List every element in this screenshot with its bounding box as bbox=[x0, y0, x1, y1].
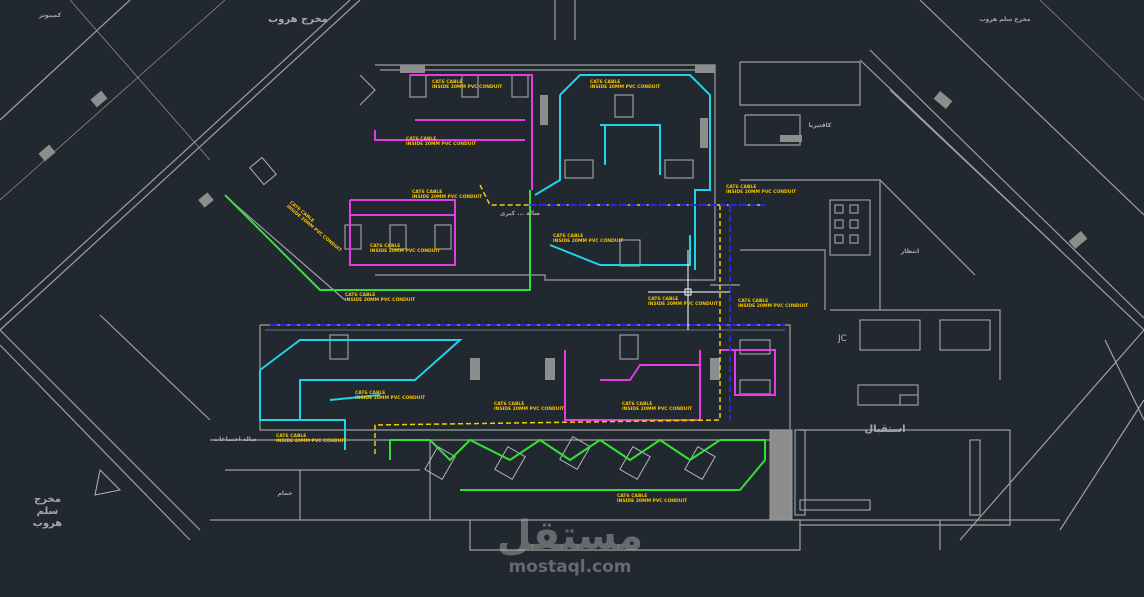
room-label-exit: مخرج هروب bbox=[268, 14, 328, 25]
room-label-meeting: صالة اجتماعات bbox=[213, 436, 257, 443]
room-label-exit-stair: مخرج سلم هروب bbox=[32, 494, 63, 529]
furniture bbox=[249, 74, 771, 480]
room-label-jc: JC bbox=[838, 334, 847, 344]
watermark-site: mostaql.com bbox=[508, 557, 632, 577]
cable-runs bbox=[224, 74, 785, 491]
crosshair-cursor bbox=[648, 250, 730, 330]
room-label-bath: حمام bbox=[277, 490, 293, 497]
room-label-waiting: انتظار bbox=[900, 248, 920, 255]
room-label-reception: استقبال bbox=[864, 424, 906, 435]
watermark-logo: مستقل bbox=[496, 513, 644, 559]
room-label-main-hall: صالة ... كبرى bbox=[499, 210, 541, 217]
right-wing-walls bbox=[859, 0, 1144, 541]
room-label-cafeteria: كافتيريا bbox=[808, 122, 832, 129]
central-walls bbox=[210, 0, 1060, 551]
room-label-exit-stair-right: مخرج سلم هروب bbox=[979, 16, 1031, 23]
watermark: مستقل mostaql.com bbox=[470, 515, 670, 577]
left-wing-walls bbox=[0, 0, 361, 541]
room-label-computer: كمبيوتر bbox=[38, 12, 62, 19]
